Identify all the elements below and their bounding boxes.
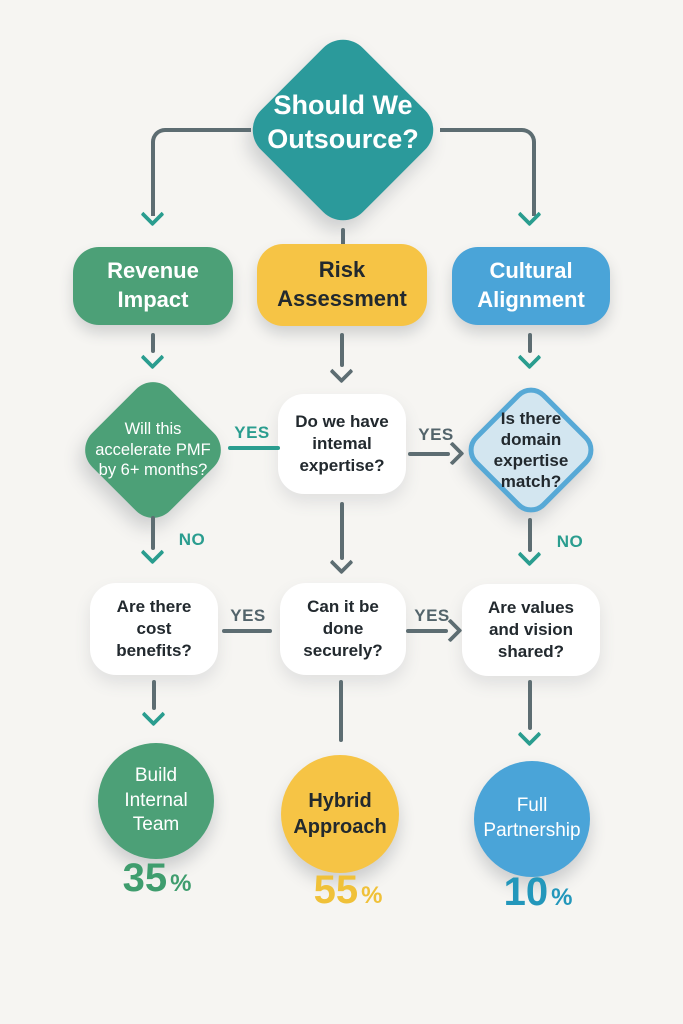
edge-label-yes-revenue: YES: [234, 423, 270, 442]
result-hybrid-approach-label: Hybrid Approach: [293, 790, 387, 838]
result-hybrid-approach: Hybrid Approach: [281, 755, 399, 873]
edge-label-no-revenue: NO: [178, 530, 206, 549]
edge-label-yes-secure: YES: [414, 606, 450, 625]
percent-full-symbol: %: [551, 884, 573, 911]
connector-yes-cost: [222, 629, 272, 633]
question-cost-label: Are there cost benefits?: [116, 596, 192, 661]
connector-cultural-to-q1: [528, 333, 532, 353]
question-secure-card: Can it be done securely?: [280, 583, 406, 675]
question-domain-diamond: Is there domain expertise match?: [455, 374, 607, 526]
percent-hybrid-approach: 55 %: [293, 868, 403, 913]
connector-revenue-to-q1: [151, 333, 155, 353]
connector-yes-revenue: [228, 446, 280, 450]
result-build-internal-team-label: Build Internal Team: [124, 764, 188, 836]
category-revenue-impact-label: Revenue Impact: [107, 258, 199, 312]
question-expertise-card: Do we have intemal expertise?: [278, 394, 406, 494]
question-expertise-label: Do we have intemal expertise?: [295, 411, 389, 476]
percent-hybrid-value: 55: [313, 868, 359, 912]
question-pmf-diamond: Will this accelerate PMF by 6+ months?: [75, 372, 231, 528]
connector-values-to-result: [528, 680, 532, 730]
connector-no-revenue: [151, 516, 155, 550]
question-cost-card: Are there cost benefits?: [90, 583, 218, 675]
edge-label-yes-cost: YES: [230, 606, 266, 625]
connector-secure-to-result: [339, 680, 343, 742]
percent-build-value: 35: [122, 856, 168, 900]
connector-risk-to-q1: [340, 333, 344, 367]
percent-build-symbol: %: [170, 870, 192, 897]
arrowhead-values-to-result: [517, 722, 542, 747]
question-pmf-label: Will this accelerate PMF by 6+ months?: [95, 420, 211, 480]
arrowhead-cultural-to-q1: [517, 345, 542, 370]
percent-full-partnership: 10 %: [483, 870, 593, 915]
question-domain-label: Is there domain expertise match?: [493, 408, 569, 492]
arrowhead-no-revenue: [140, 540, 165, 565]
result-full-partnership-label: Full Partnership: [483, 795, 581, 841]
arrowhead-revenue-to-q1: [140, 345, 165, 370]
category-revenue-impact: Revenue Impact: [73, 247, 233, 325]
root-question-label: Should We Outsource?: [267, 90, 419, 154]
arrowhead-cost-to-result: [141, 702, 166, 727]
result-build-internal-team: Build Internal Team: [98, 743, 214, 859]
result-full-partnership: Full Partnership: [474, 761, 590, 877]
connector-yes-risk: [408, 452, 450, 456]
connector-root-to-cultural: [440, 128, 536, 216]
category-cultural-alignment: Cultural Alignment: [452, 247, 610, 325]
question-secure-label: Can it be done securely?: [303, 596, 383, 661]
connector-root-to-risk: [341, 228, 345, 246]
percent-build-internal-team: 35 %: [102, 856, 212, 901]
category-risk-assessment: Risk Assessment: [257, 244, 427, 326]
edge-label-yes-risk: YES: [418, 425, 454, 444]
category-cultural-alignment-label: Cultural Alignment: [477, 258, 585, 312]
arrowhead-no-cultural: [517, 542, 542, 567]
percent-full-value: 10: [503, 870, 549, 914]
root-question-node: Should We Outsource?: [241, 28, 445, 232]
percent-hybrid-symbol: %: [361, 882, 383, 909]
arrowhead-risk-to-q1: [329, 359, 354, 384]
question-values-label: Are values and vision shared?: [488, 597, 574, 662]
edge-label-no-cultural: NO: [556, 532, 584, 551]
connector-no-cultural: [528, 518, 532, 552]
connector-cost-to-result: [152, 680, 156, 710]
connector-yes-secure: [406, 629, 448, 633]
question-values-card: Are values and vision shared?: [462, 584, 600, 676]
connector-expertise-to-secure: [340, 502, 344, 560]
connector-root-to-revenue: [151, 128, 251, 216]
category-risk-assessment-label: Risk Assessment: [277, 257, 407, 311]
arrowhead-expertise-to-secure: [329, 550, 354, 575]
